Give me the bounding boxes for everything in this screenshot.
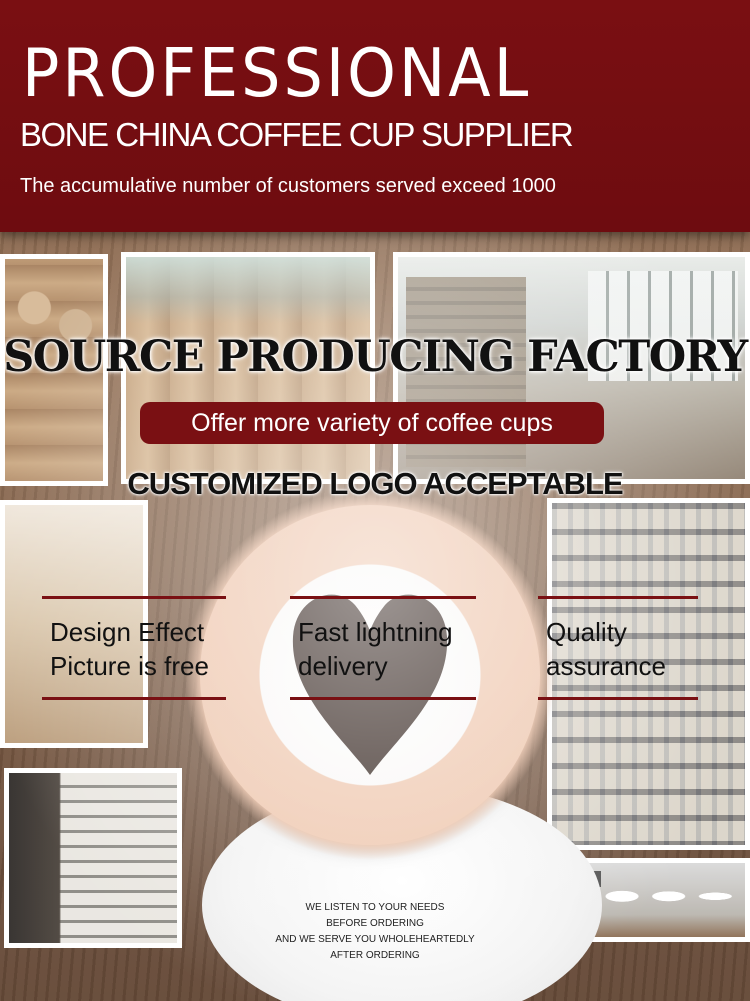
slogan-line: AND WE SERVE YOU WHOLEHEARTEDLY xyxy=(275,934,475,945)
factory-title: SOURCE PRODUCING FACTORY xyxy=(3,332,748,382)
factory-photo-kiln xyxy=(4,768,182,948)
feature-quality-assurance: Quality assurance xyxy=(538,596,698,700)
feature-bottom-rule xyxy=(42,697,226,700)
feature-line: assurance xyxy=(546,651,666,681)
feature-line: Picture is free xyxy=(50,651,209,681)
custom-logo-heading: CUSTOMIZED LOGO ACCEPTABLE xyxy=(127,466,623,501)
header-banner: PROFESSIONAL BONE CHINA COFFEE CUP SUPPL… xyxy=(0,0,750,232)
feature-line: Design Effect xyxy=(50,617,205,647)
slogan-line: BEFORE ORDERING xyxy=(326,918,424,929)
slogan-line: WE LISTEN TO YOUR NEEDS xyxy=(305,902,445,913)
customers-note: The accumulative number of customers ser… xyxy=(20,175,556,197)
headline-subtitle: BONE CHINA COFFEE CUP SUPPLIER xyxy=(20,116,574,153)
headline-title: PROFESSIONAL xyxy=(22,33,532,113)
service-slogan: WE LISTEN TO YOUR NEEDS BEFORE ORDERING … xyxy=(260,900,490,964)
variety-pill: Offer more variety of coffee cups xyxy=(140,402,604,444)
slogan-line: AFTER ORDERING xyxy=(330,950,420,961)
feature-line: delivery xyxy=(298,651,388,681)
feature-design-effect: Design Effect Picture is free xyxy=(42,596,226,700)
feature-line: Quality xyxy=(546,617,627,647)
feature-fast-delivery: Fast lightning delivery xyxy=(290,596,476,700)
feature-bottom-rule xyxy=(290,697,476,700)
feature-bottom-rule xyxy=(538,697,698,700)
feature-line: Fast lightning xyxy=(298,617,453,647)
